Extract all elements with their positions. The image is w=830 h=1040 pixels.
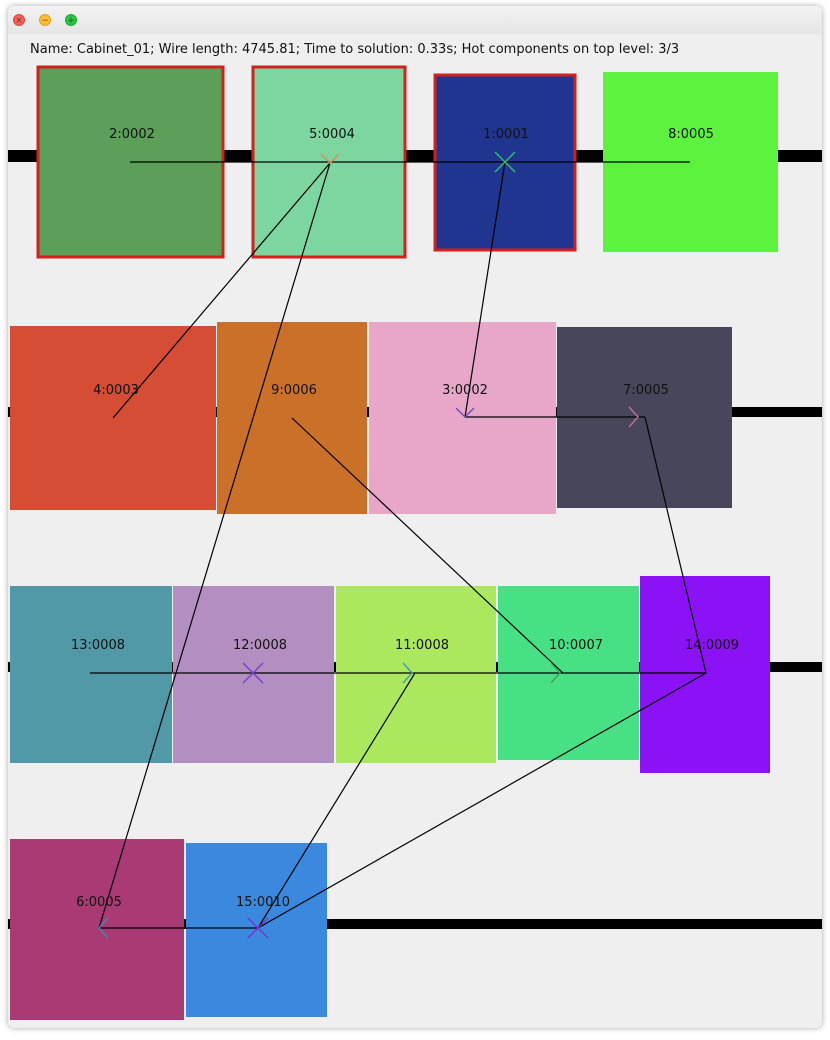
pin-marker-icon	[494, 151, 516, 173]
minimize-icon[interactable]: −	[39, 14, 51, 26]
component-label: 7:0005	[623, 383, 669, 398]
close-icon[interactable]: ×	[13, 14, 25, 26]
component-label: 2:0002	[109, 127, 155, 142]
component-label: 15:0010	[236, 895, 290, 910]
component-label: 11:0008	[395, 638, 449, 653]
wire-6	[644, 416, 707, 674]
component-label: 14:0009	[685, 638, 739, 653]
wire-3	[98, 162, 331, 929]
pin-marker-icon	[247, 917, 269, 939]
component-block[interactable]	[640, 576, 770, 773]
rail-4	[8, 919, 822, 929]
component-label: 9:0006	[271, 383, 317, 398]
component-label: 10:0007	[549, 638, 603, 653]
component-6-0005[interactable]: 6:0005	[10, 839, 184, 1020]
pin-marker-icon	[98, 917, 109, 939]
component-3-0002[interactable]: 3:0002	[369, 322, 556, 514]
component-label: 3:0002	[442, 383, 488, 398]
wire-10	[257, 672, 416, 929]
app-window: × − + Name: Cabinet_01; Wire length: 474…	[8, 6, 822, 1028]
pin-marker-icon	[455, 407, 475, 418]
component-12-0008[interactable]: 12:0008	[173, 586, 334, 763]
wire-4	[464, 161, 506, 418]
wire-2	[112, 162, 331, 419]
component-label: 8:0005	[668, 127, 714, 142]
component-label: 1:0001	[483, 127, 529, 142]
maximize-icon[interactable]: +	[65, 14, 77, 26]
pin-marker-icon	[402, 662, 413, 684]
pin-marker-icon	[550, 662, 561, 684]
cabinet-layout-canvas: 2:0002 5:0004 1:0001 8:0005 4:0003 9:0006 3:00…	[8, 65, 822, 1020]
component-13-0008[interactable]: 13:0008	[10, 586, 172, 763]
component-block[interactable]	[10, 586, 172, 763]
pin-marker-icon	[320, 153, 340, 164]
component-label: 5:0004	[309, 127, 355, 142]
component-block[interactable]	[369, 322, 556, 514]
component-8-0005[interactable]: 8:0005	[603, 72, 778, 252]
wire-9	[257, 672, 707, 929]
component-block[interactable]	[336, 586, 496, 763]
component-label: 4:0003	[93, 383, 139, 398]
pin-marker-icon	[242, 662, 264, 684]
status-info-text: Name: Cabinet_01; Wire length: 4745.81; …	[30, 42, 680, 57]
wire-7	[291, 417, 564, 674]
component-block[interactable]	[173, 586, 334, 763]
title-bar: × − +	[8, 6, 822, 34]
component-label: 12:0008	[233, 638, 287, 653]
component-14-0009[interactable]: 14:0009	[640, 576, 770, 773]
component-block[interactable]	[10, 839, 184, 1020]
component-11-0008[interactable]: 11:0008	[336, 586, 496, 763]
component-label: 6:0005	[76, 895, 122, 910]
pin-marker-icon	[628, 406, 639, 428]
component-label: 13:0008	[71, 638, 125, 653]
